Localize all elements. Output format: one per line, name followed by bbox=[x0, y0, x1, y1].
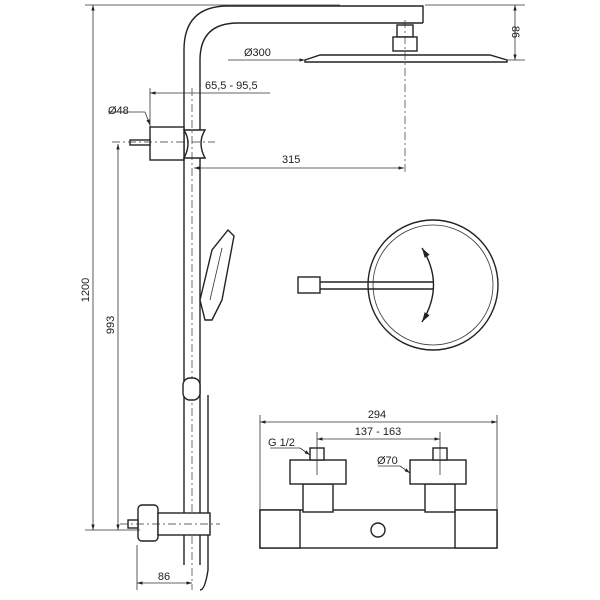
dim-thread: G 1/2 bbox=[268, 437, 295, 449]
dim-inlet-centres: 137 - 163 bbox=[355, 426, 401, 438]
swivel-detail bbox=[297, 219, 499, 351]
dim-head-projection: 315 bbox=[282, 154, 300, 166]
dim-head-diameter: Ø300 bbox=[244, 47, 271, 59]
mixer-front-view bbox=[259, 447, 498, 549]
dim-head-height: 86 bbox=[509, 26, 521, 38]
wall-bracket bbox=[112, 88, 215, 590]
dim-mixer-width: 294 bbox=[368, 409, 386, 421]
hand-shower bbox=[182, 228, 235, 591]
mixer-side-view bbox=[120, 504, 220, 542]
dim-total-height: 1200 bbox=[80, 278, 92, 302]
dim-wall-distance: 65,5 - 95,5 bbox=[205, 80, 258, 92]
dim-bracket-diameter: Ø48 bbox=[108, 105, 129, 117]
dim-mixer-depth: 86 bbox=[158, 571, 170, 583]
riser-pipe bbox=[183, 5, 424, 565]
dim-knob-diameter: Ø70 bbox=[377, 455, 398, 467]
dim-bracket-height: 993 bbox=[105, 316, 117, 334]
shower-head bbox=[304, 20, 508, 172]
dimension-lines bbox=[85, 4, 525, 590]
